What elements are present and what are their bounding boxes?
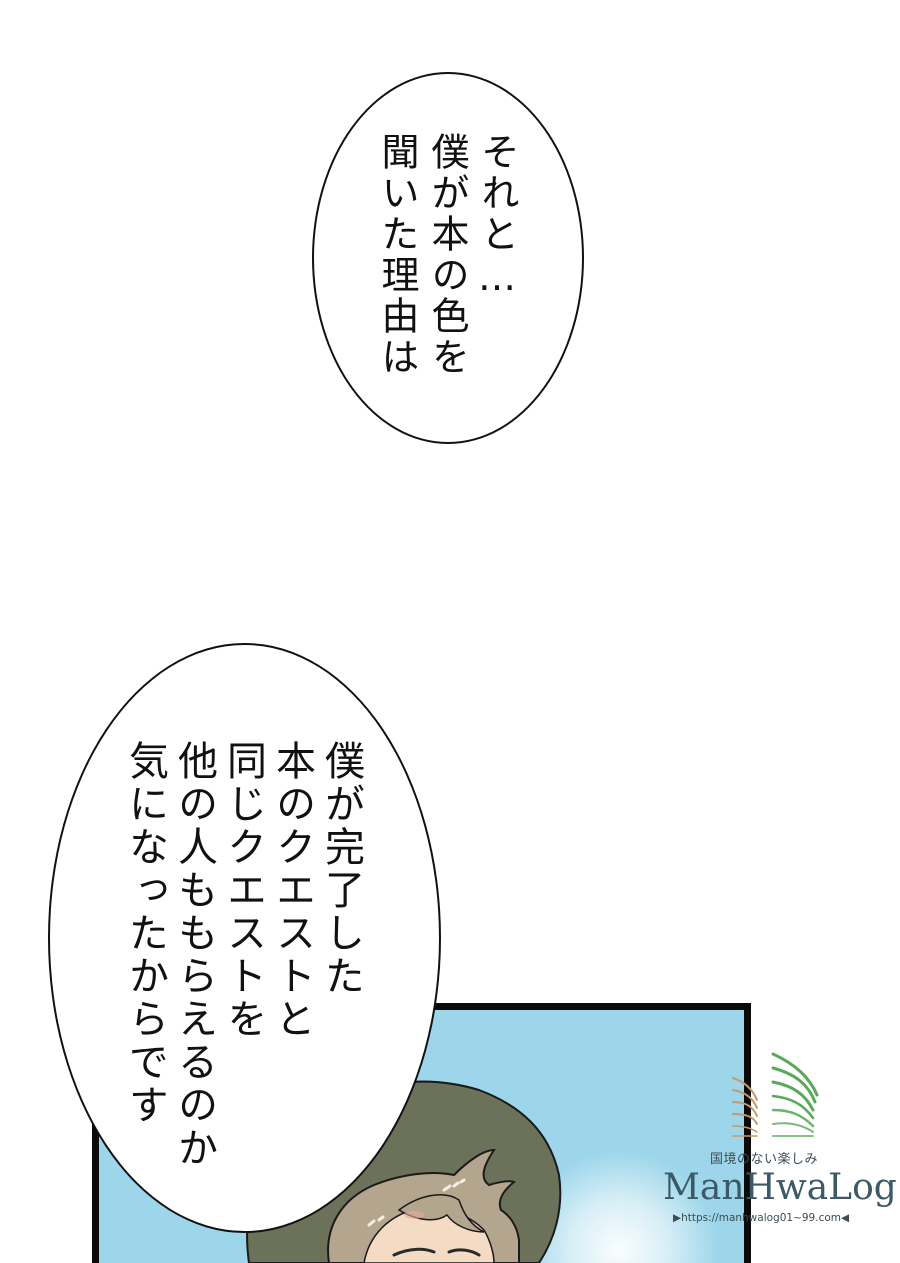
- speech-line: 僕が完了した: [318, 740, 364, 998]
- speech-bubble-top: それと… 僕が本の色を 聞いた理由は: [312, 72, 584, 444]
- speech-bubble-bottom: 僕が完了した 本のクエストと 同じクエストを 他の人ももらえるのか 気になったか…: [48, 643, 441, 1233]
- speech-line: 同じクエストを: [220, 740, 266, 1041]
- speech-text-bottom: 僕が完了した 本のクエストと 同じクエストを 他の人ももらえるのか 気になったか…: [120, 740, 365, 1170]
- speech-line: 聞いた理由は: [375, 132, 419, 378]
- speech-line: 本のクエストと: [269, 740, 315, 1041]
- speech-text-top: それと… 僕が本の色を 聞いた理由は: [372, 132, 522, 378]
- speech-line: 僕が本の色を: [425, 132, 469, 378]
- speech-line: 気になったからです: [122, 740, 168, 1127]
- speech-line: それと…: [475, 132, 519, 302]
- speech-line: 他の人ももらえるのか: [171, 740, 217, 1170]
